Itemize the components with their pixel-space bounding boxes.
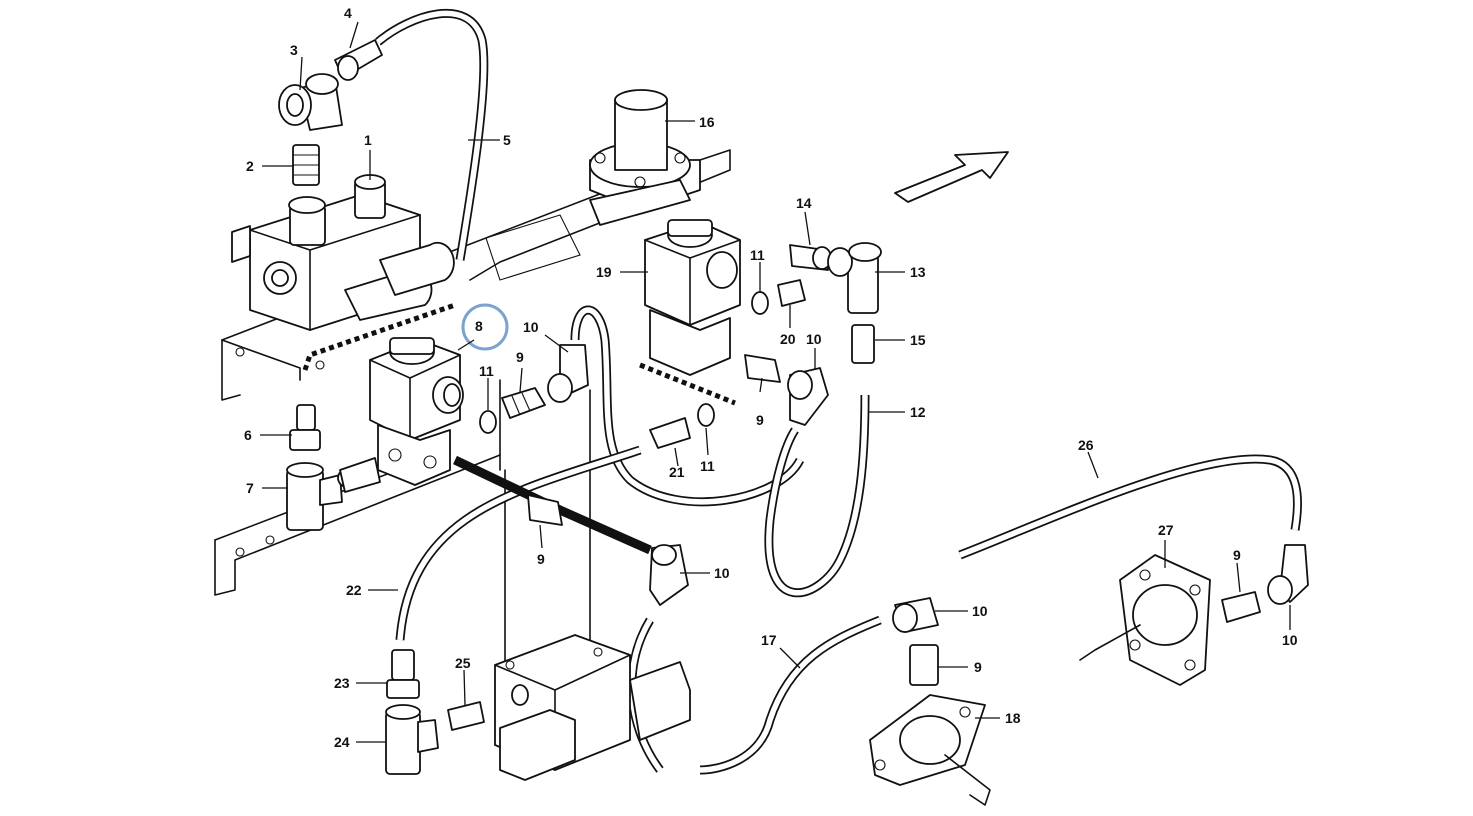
callout-17: 17 [761, 632, 777, 648]
valve-block-1 [231, 174, 455, 331]
callout-3: 3 [290, 42, 298, 58]
callout-11c: 11 [700, 458, 715, 474]
fitting-9e [1221, 591, 1261, 623]
leader-lines [260, 21, 1291, 743]
callout-9c: 9 [537, 551, 545, 567]
callout-5: 5 [503, 132, 511, 148]
callout-18: 18 [1005, 710, 1021, 726]
callout-20: 20 [780, 331, 796, 347]
fitting-23 [386, 649, 420, 699]
tee-24 [385, 704, 439, 775]
callout-6: 6 [244, 427, 252, 443]
callout-2: 2 [246, 158, 254, 174]
callout-10b: 10 [806, 331, 822, 347]
valve-16 [589, 89, 701, 226]
callouts: 1 2 3 4 5 6 7 8 9 9 9 9 9 10 10 10 10 10… [244, 5, 1298, 750]
callout-9e: 9 [1233, 547, 1241, 563]
hose-5 [375, 9, 489, 261]
direction-arrow [894, 151, 1009, 203]
elbow-union-3 [278, 73, 343, 131]
highlight-circle [461, 303, 509, 351]
o-ring-11c [697, 403, 715, 427]
fitting-6 [289, 404, 321, 451]
hidden-line-2 [639, 362, 736, 406]
callout-11a: 11 [479, 363, 494, 379]
elbow-10b [787, 367, 829, 426]
fitting-21 [649, 417, 691, 449]
lower-valve-block [494, 634, 691, 781]
callout-11b: 11 [750, 247, 765, 263]
callout-9a: 9 [516, 349, 524, 365]
callout-24: 24 [334, 734, 350, 750]
callout-9b: 9 [756, 412, 764, 428]
callout-19: 19 [596, 264, 612, 280]
callout-23: 23 [334, 675, 350, 691]
callout-10d: 10 [972, 603, 988, 619]
elbow-10d [892, 597, 939, 633]
tee-7 [286, 457, 381, 531]
callout-15: 15 [910, 332, 926, 348]
fitting-2 [292, 144, 320, 186]
callout-13: 13 [910, 264, 926, 280]
elbow-10e [1267, 544, 1309, 605]
fitting-9d [909, 644, 939, 686]
hose-group [395, 305, 1302, 775]
fitting-25 [447, 701, 485, 731]
callout-7: 7 [246, 480, 254, 496]
elbow-10c [649, 544, 689, 606]
callout-4: 4 [344, 5, 352, 21]
elbow-10a [547, 344, 589, 403]
diaphragm-unit-18 [869, 694, 991, 806]
hidden-line-1 [302, 302, 456, 371]
callout-10e: 10 [1282, 632, 1298, 648]
callout-9d: 9 [974, 659, 982, 675]
fitting-9a [501, 387, 546, 419]
o-ring-11a [479, 410, 497, 434]
callout-16: 16 [699, 114, 715, 130]
callout-12: 12 [910, 404, 926, 420]
fitting-14 [789, 244, 832, 271]
fitting-15 [851, 324, 875, 364]
tee-13 [827, 242, 882, 314]
solenoid-valve-19 [644, 219, 741, 376]
o-ring-11b [751, 291, 769, 315]
callout-8: 8 [475, 318, 483, 334]
callout-22: 22 [346, 582, 362, 598]
callout-10a: 10 [523, 319, 539, 335]
callout-14: 14 [796, 195, 812, 211]
callout-26: 26 [1078, 437, 1094, 453]
callout-27: 27 [1158, 522, 1174, 538]
fitting-9c [527, 494, 563, 526]
fitting-9b [744, 354, 781, 383]
connector-4 [334, 39, 383, 81]
plug-20 [777, 279, 806, 307]
solenoid-valve-8 [369, 337, 464, 486]
callout-10c: 10 [714, 565, 730, 581]
callout-1: 1 [364, 132, 372, 148]
callout-25: 25 [455, 655, 471, 671]
diaphragm-unit-27 [1079, 554, 1211, 686]
callout-21: 21 [669, 464, 685, 480]
